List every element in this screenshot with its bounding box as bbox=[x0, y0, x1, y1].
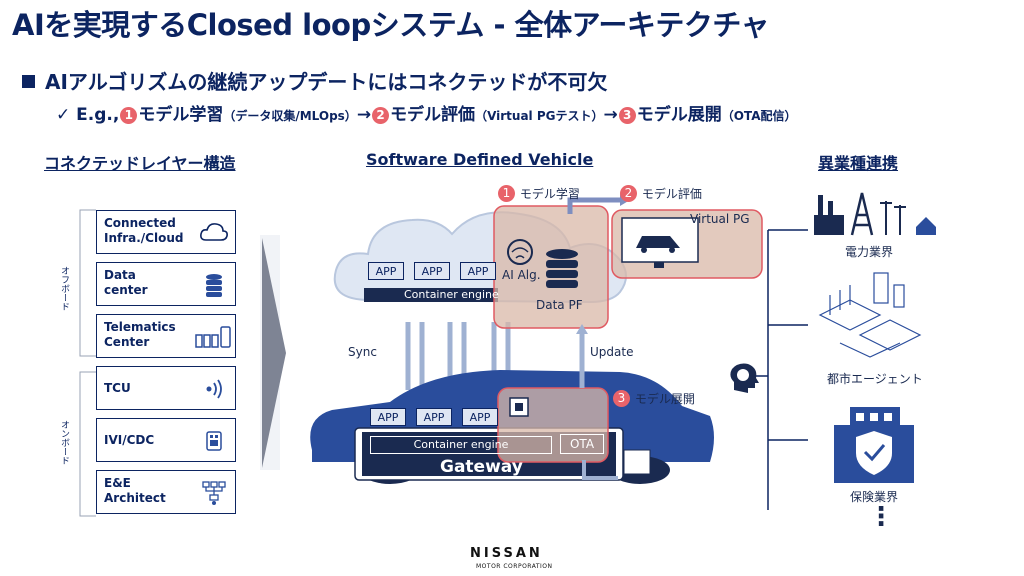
cloud-app-2: APP bbox=[414, 262, 450, 280]
bullet-main: AIアルゴリズムの継続アップデートにはコネクテッドが不可欠 bbox=[22, 66, 607, 95]
arrow-icon: → bbox=[603, 105, 618, 125]
bullet-main-text: AIアルゴリズムの継続アップデートにはコネクテッドが不可欠 bbox=[45, 70, 608, 94]
step3-number-badge: 3 bbox=[618, 107, 636, 124]
nissan-logo: NISSAN bbox=[470, 546, 543, 561]
layer-connected-infra: Connected Infra./Cloud bbox=[96, 210, 236, 254]
example-prefix: E.g., bbox=[76, 105, 120, 125]
virtual-pg-label: Virtual PG bbox=[690, 212, 750, 226]
partner-insurance: 保険業界 bbox=[850, 490, 899, 504]
step1-note: （データ収集/MLOps） bbox=[223, 109, 357, 123]
ota-box: OTA bbox=[560, 434, 604, 454]
layer-label: Data center bbox=[104, 268, 148, 297]
layer-label: E&E Architect bbox=[104, 476, 166, 505]
layer-ee-architect: E&E Architect bbox=[96, 470, 236, 514]
ai-alg-label: AI Alg. bbox=[502, 268, 541, 282]
step3-text: モデル展開 bbox=[636, 105, 722, 125]
sdv-illustration bbox=[260, 194, 763, 484]
layer-label: Connected Infra./Cloud bbox=[104, 216, 184, 245]
more-ellipsis: ⋮ bbox=[868, 502, 894, 532]
cloud-container-engine: Container engine bbox=[404, 288, 499, 301]
step3-note: （OTA配信） bbox=[721, 109, 797, 123]
power-plant-icon bbox=[814, 192, 936, 236]
gateway-label: Gateway bbox=[440, 457, 523, 477]
network-icon bbox=[202, 481, 226, 505]
devices-icon bbox=[195, 326, 231, 348]
vehicle-container-engine: Container engine bbox=[370, 436, 552, 454]
insurance-building-icon bbox=[834, 407, 914, 483]
square-bullet-icon bbox=[22, 75, 35, 88]
chip-icon bbox=[206, 431, 222, 451]
arrow-icon: → bbox=[356, 105, 372, 125]
partner-city: 都市エージェント bbox=[827, 372, 923, 386]
step2-number-badge: 2 bbox=[372, 107, 390, 124]
layer-brackets bbox=[79, 209, 96, 517]
city-icon bbox=[818, 272, 922, 358]
onboard-label: オンボード bbox=[59, 420, 69, 465]
layer-telematics-center: Telematics Center bbox=[96, 314, 236, 358]
offboard-label: オフボード bbox=[59, 266, 69, 311]
layer-label: TCU bbox=[104, 381, 131, 395]
step2-note: （Virtual PGテスト） bbox=[475, 109, 604, 123]
left-heading: コネクテッドレイヤー構造 bbox=[44, 154, 236, 173]
layer-ivi-cdc: IVI/CDC bbox=[96, 418, 236, 462]
vehicle-app-1: APP bbox=[370, 408, 406, 426]
layer-tcu: TCU bbox=[96, 366, 236, 410]
partner-power: 電力業界 bbox=[845, 245, 894, 259]
step1-number-badge: 1 bbox=[120, 107, 138, 124]
step1-callout: 1 モデル学習 bbox=[497, 185, 580, 202]
page-title: AIを実現するClosed loopシステム - 全体アーキテクチャ bbox=[12, 8, 770, 42]
nissan-logo-sub: MOTOR CORPORATION bbox=[476, 563, 553, 570]
flow-chevron-icon bbox=[262, 238, 286, 468]
data-pf-label: Data PF bbox=[536, 298, 583, 312]
center-heading: Software Defined Vehicle bbox=[366, 150, 594, 169]
database-icon bbox=[206, 274, 222, 297]
cloud-icon bbox=[200, 223, 228, 241]
ai-head-icon bbox=[730, 363, 759, 393]
layer-label: IVI/CDC bbox=[104, 433, 155, 447]
step1-text: モデル学習 bbox=[138, 105, 224, 125]
layer-label: Telematics Center bbox=[104, 320, 176, 349]
cloud-app-1: APP bbox=[368, 262, 404, 280]
step2-callout: 2 モデル評価 bbox=[619, 185, 702, 202]
cloud-app-3: APP bbox=[460, 262, 496, 280]
check-icon: ✓ bbox=[56, 105, 71, 125]
partner-connectors bbox=[750, 229, 808, 510]
step2-text: モデル評価 bbox=[390, 105, 476, 125]
vehicle-app-2: APP bbox=[416, 408, 452, 426]
update-label: Update bbox=[590, 345, 634, 359]
right-heading: 異業種連携 bbox=[818, 154, 899, 173]
vehicle-app-3: APP bbox=[462, 408, 498, 426]
sync-label: Sync bbox=[348, 345, 377, 359]
signal-icon bbox=[206, 379, 222, 399]
layer-data-center: Data center bbox=[96, 262, 236, 306]
step3-callout: 3 モデル展開 bbox=[612, 390, 695, 407]
